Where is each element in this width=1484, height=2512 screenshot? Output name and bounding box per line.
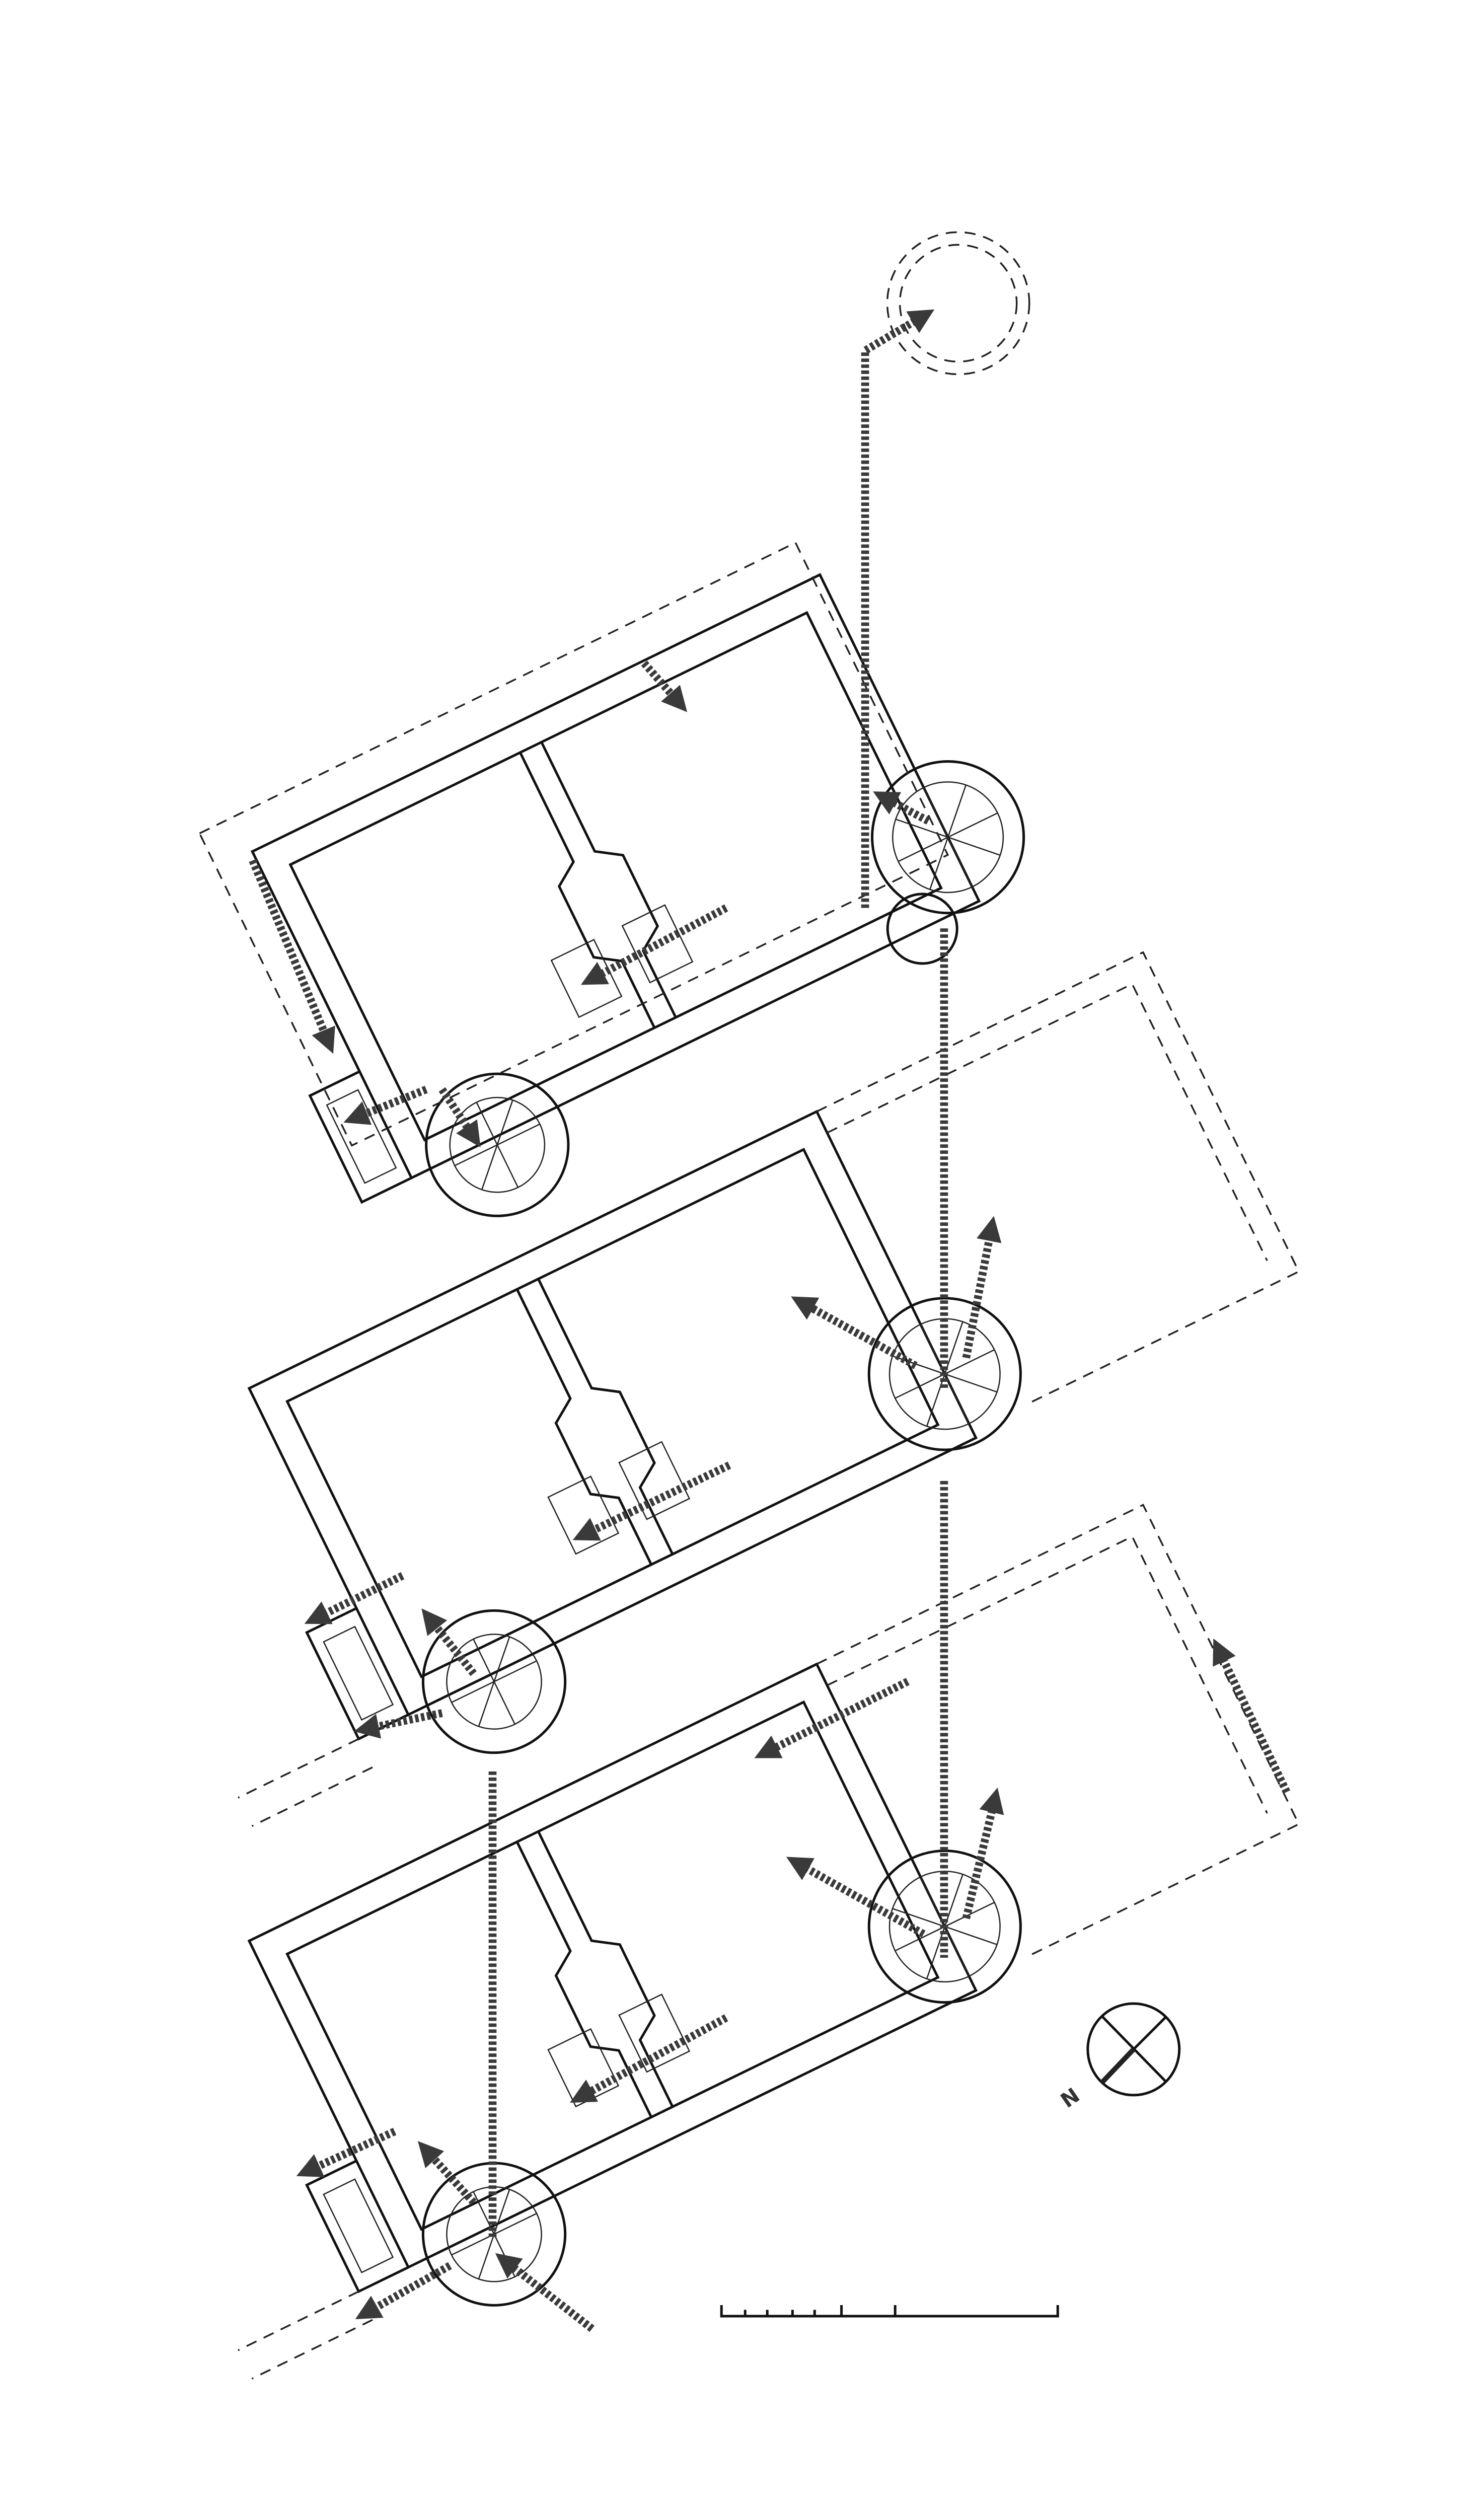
route-arrow bbox=[1213, 1638, 1291, 1794]
route-arrow bbox=[417, 2141, 477, 2205]
route-arrow bbox=[304, 1572, 405, 1624]
route-arrow bbox=[754, 1678, 910, 1758]
route-arrow bbox=[580, 904, 728, 985]
north-compass: N bbox=[1056, 2002, 1181, 2113]
external-tower-outline bbox=[886, 231, 1030, 376]
route-arrow bbox=[861, 309, 935, 908]
route-arrow bbox=[570, 2014, 728, 2103]
scale-bar bbox=[720, 2305, 1059, 2318]
route-arrow bbox=[296, 2127, 397, 2177]
floor-plan-middle bbox=[79, 951, 1300, 1827]
route-arrow bbox=[962, 1216, 1002, 1359]
north-label: N bbox=[1056, 2083, 1084, 2113]
route-arrow bbox=[791, 1296, 918, 1369]
route-arrow bbox=[354, 1709, 443, 1739]
route-arrow bbox=[786, 1857, 926, 1938]
route-arrow bbox=[355, 2262, 452, 2320]
route-arrow bbox=[421, 1608, 477, 1676]
circulation-routes bbox=[249, 309, 1291, 2332]
route-arrow bbox=[962, 1788, 1004, 1919]
floor-plan-top bbox=[198, 506, 1082, 1273]
route-arrow bbox=[495, 2253, 595, 2332]
route-arrow bbox=[572, 1461, 731, 1541]
route-arrow bbox=[873, 791, 930, 825]
floor-plan-bottom bbox=[79, 1504, 1300, 2380]
route-arrow bbox=[641, 660, 688, 712]
route-arrow bbox=[249, 859, 335, 1054]
route-arrow bbox=[343, 1085, 428, 1125]
